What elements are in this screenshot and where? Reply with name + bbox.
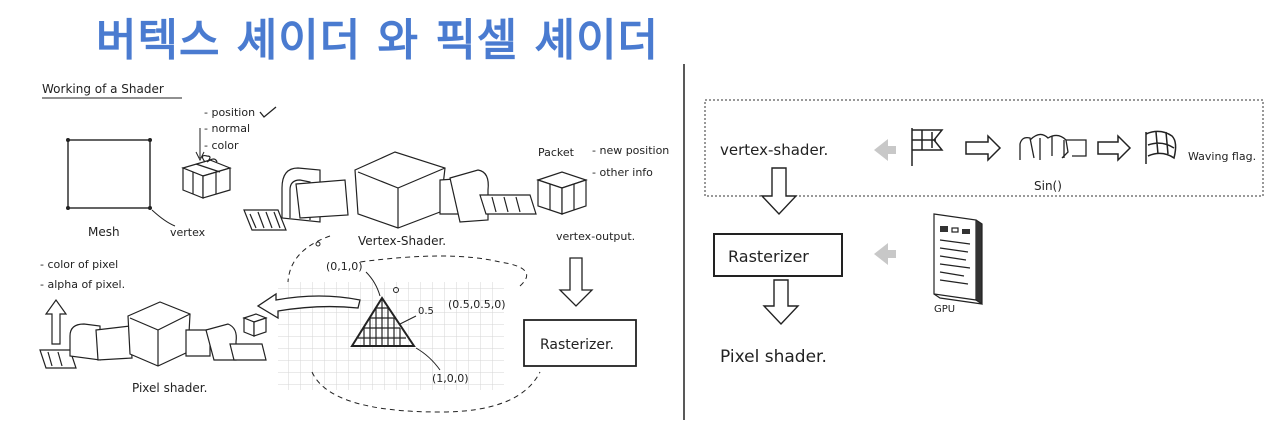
- flag-icon: [911, 128, 944, 166]
- gray-left-arrow-icon: [874, 139, 896, 161]
- right-arrow-icon-2: [1097, 134, 1132, 162]
- raster-triangle: [350, 296, 416, 347]
- waving-flag-label: Waving flag.: [1188, 150, 1256, 163]
- right-vertex-shader: vertex-shader.: [720, 141, 828, 159]
- pixel-attr-alpha: - alpha of pixel.: [40, 278, 125, 291]
- right-arrow-icon-1: [965, 134, 1002, 162]
- coord-bottom: (1,0,0): [432, 372, 469, 385]
- gpu-label: GPU: [934, 304, 955, 315]
- pixel-shader-machine: [39, 301, 268, 369]
- coord-right: (0.5,0.5,0): [448, 298, 506, 311]
- pixel-shader-label: Pixel shader.: [132, 381, 207, 395]
- rasterizer-label: Rasterizer.: [540, 337, 614, 353]
- working-heading: Working of a Shader: [42, 82, 164, 96]
- down-arrow-icon-3: [762, 279, 800, 326]
- waving-flag-icon: [1145, 130, 1177, 164]
- attr-normal: - normal: [204, 122, 250, 135]
- packet-label: Packet: [538, 146, 575, 159]
- packet-attr-other-info: - other info: [592, 166, 653, 179]
- sin-wave-flag-icon: [1019, 133, 1087, 160]
- rasterizer-box: [523, 319, 637, 367]
- vertex-shader-machine: [243, 151, 537, 231]
- packet-box-icon: [536, 171, 588, 215]
- right-pixel-shader: Pixel shader.: [720, 347, 827, 367]
- attr-color: - color: [204, 139, 239, 152]
- pixel-attr-color: - color of pixel: [40, 258, 118, 271]
- down-arrow-icon: [558, 257, 594, 307]
- vertex-package-icon: [181, 155, 232, 199]
- attr-position: - position: [204, 106, 255, 119]
- gpu-icon: [933, 213, 983, 306]
- right-rasterizer-label: Rasterizer: [728, 247, 809, 266]
- mesh-label: Mesh: [88, 225, 120, 239]
- half-label: 0.5: [418, 306, 434, 317]
- mesh-square: [67, 139, 151, 209]
- vertex-output-label: vertex-output.: [556, 230, 635, 243]
- down-arrow-icon-2: [760, 167, 798, 216]
- vertex-shader-label: Vertex-Shader.: [358, 234, 446, 248]
- packet-attr-new-position: - new position: [592, 144, 669, 157]
- gray-left-arrow-icon-2: [874, 243, 896, 265]
- page-title: 버텍스 셰이더 와 픽셀 셰이더: [96, 15, 660, 66]
- coord-top: (0,1,0): [326, 260, 363, 273]
- curved-arrow-icon: [256, 292, 361, 320]
- vertex-label: vertex: [170, 226, 206, 239]
- up-arrow-icon: [44, 298, 68, 345]
- sin-label: Sin(): [1034, 179, 1062, 193]
- right-rasterizer-box: [713, 233, 843, 277]
- vertex-stage-frame: [704, 99, 1264, 197]
